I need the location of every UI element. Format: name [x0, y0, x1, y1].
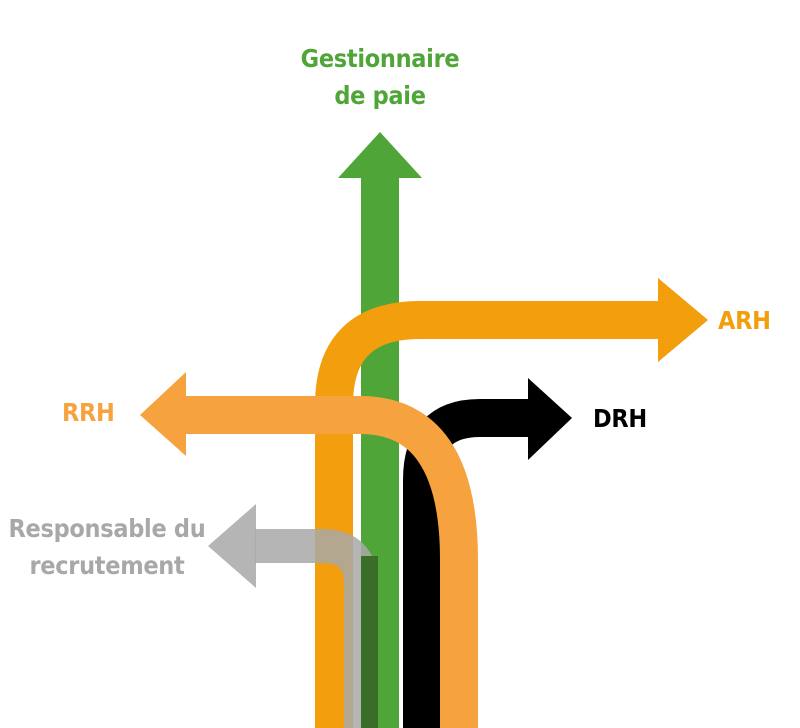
rrh-arrow [140, 372, 478, 728]
payroll-label-line2: de paie [334, 81, 426, 110]
drh-label: DRH [593, 404, 647, 433]
arh-label: ARH [718, 306, 771, 335]
overlap-region [361, 556, 378, 728]
recruitment-arrow [208, 504, 378, 728]
recruitment-label-line2: recrutement [29, 551, 185, 580]
recruitment-manager-label: Responsable du recrutement [8, 510, 206, 584]
recruitment-label-line1: Responsable du [8, 514, 206, 543]
arh-arrow [315, 278, 708, 728]
payroll-label-line1: Gestionnaire [300, 44, 460, 73]
payroll-manager-label: Gestionnaire de paie [280, 40, 480, 114]
rrh-label: RRH [62, 398, 115, 427]
